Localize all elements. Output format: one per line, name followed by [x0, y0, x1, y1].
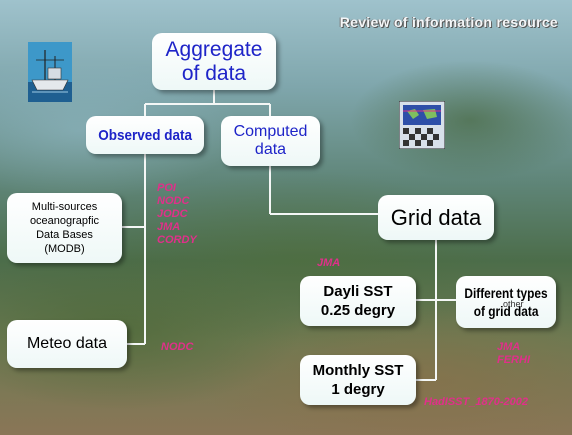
different-types-overlay: other: [503, 299, 524, 309]
monthly-sst-box: Monthly SST 1 degry: [300, 355, 416, 405]
meteo-data-label: Meteo data: [26, 335, 108, 352]
computed-line-1: Computed: [233, 123, 308, 140]
modb-line-1: Multi-sources: [31, 201, 98, 213]
modb-line-4: (MODB): [44, 243, 85, 255]
source-cordy: CORDY: [157, 234, 197, 246]
monthly-source: HadISST_1870-2002: [424, 396, 528, 408]
aggregate-line-2: of data: [181, 61, 247, 85]
modb-line-2: oceanograpfic: [29, 215, 100, 227]
meteo-source: NODC: [161, 341, 194, 353]
world-map-grid-icon: [399, 101, 445, 149]
page-title: Review of information resource: [339, 14, 558, 30]
source-jma: JMA: [157, 221, 181, 233]
daily-sst-line-2: 0.25 degry: [320, 302, 396, 319]
meteo-data-box: Meteo data: [7, 320, 127, 368]
modb-line-3: Data Bases: [36, 229, 93, 241]
observed-data-box: Observed data: [86, 116, 204, 154]
grid-data-label: Grid data: [390, 204, 482, 230]
daily-sst-box: Dayli SST 0.25 degry: [300, 276, 416, 326]
modb-sources: POI NODC JODC JMA CORDY: [157, 182, 197, 247]
monthly-sst-line-2: 1 degry: [331, 381, 385, 398]
modb-box: Multi-sources oceanograpfic Data Bases (…: [7, 193, 122, 263]
monthly-sst-line-1: Monthly SST: [312, 362, 404, 379]
types-sources: JMA FERHI: [497, 341, 530, 367]
source-ferhi: FERHI: [497, 354, 530, 366]
computed-line-2: data: [254, 141, 287, 158]
source-jma-types: JMA: [497, 341, 521, 353]
daily-sst-line-1: Dayli SST: [323, 283, 393, 300]
ship-icon: [28, 42, 72, 102]
different-types-line-2: of grid data: [473, 303, 539, 319]
aggregate-of-data-box: Aggregate of data: [152, 33, 276, 90]
grid-data-box: Grid data: [378, 195, 494, 240]
different-types-line-1: Different types: [464, 285, 548, 301]
daily-source: JMA: [317, 257, 341, 269]
source-poi: POI: [157, 182, 176, 194]
different-types-box: Different types of grid data other: [456, 276, 556, 328]
computed-data-box: Computed data: [221, 116, 320, 166]
aggregate-line-1: Aggregate: [165, 37, 263, 61]
source-jodc: JODC: [157, 208, 188, 220]
source-nodc: NODC: [157, 195, 190, 207]
observed-data-label: Observed data: [98, 126, 192, 144]
